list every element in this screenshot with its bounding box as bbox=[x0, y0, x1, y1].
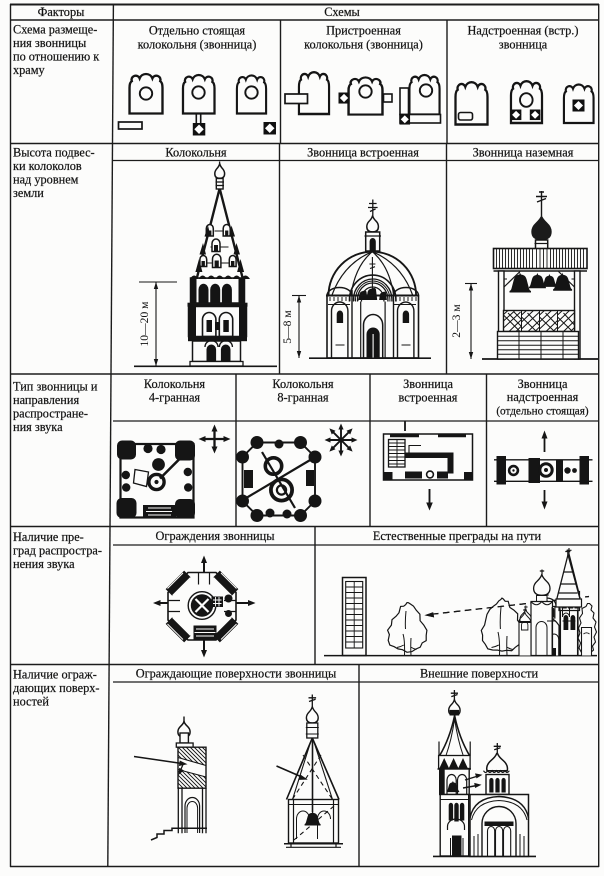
svg-text:ки колоколов: ки колоколов bbox=[13, 159, 82, 173]
svg-text:Факторы: Факторы bbox=[38, 5, 85, 19]
svg-text:Звонница встроенная: Звонница встроенная bbox=[307, 146, 419, 160]
svg-text:Надстроенная (встр.): Надстроенная (встр.) bbox=[468, 24, 579, 38]
svg-text:Тип звонницы и: Тип звонницы и bbox=[13, 380, 98, 394]
svg-text:Звонница: Звонница bbox=[518, 377, 568, 391]
svg-text:Звонница: Звонница bbox=[403, 377, 453, 391]
svg-text:(отдельно стоящая): (отдельно стоящая) bbox=[496, 406, 589, 418]
svg-text:нения звука: нения звука bbox=[13, 557, 75, 571]
svg-text:земли: земли bbox=[13, 186, 44, 200]
svg-text:над уровнем: над уровнем bbox=[13, 173, 79, 187]
svg-text:Колокольня: Колокольня bbox=[272, 377, 334, 391]
svg-text:Наличие пре-: Наличие пре- bbox=[13, 530, 84, 544]
svg-text:колокольня (звонница): колокольня (звонница) bbox=[138, 38, 257, 52]
svg-text:по отношению к: по отношению к bbox=[13, 50, 99, 64]
svg-text:ностей: ностей bbox=[13, 695, 49, 709]
svg-text:Звонница наземная: Звонница наземная bbox=[473, 146, 574, 160]
svg-text:Колокольня: Колокольня bbox=[144, 377, 206, 391]
svg-text:Колокольня: Колокольня bbox=[165, 146, 227, 160]
svg-text:звонница: звонница bbox=[499, 38, 548, 52]
svg-text:Внешние поверхности: Внешние поверхности bbox=[420, 667, 538, 681]
svg-text:ния звука: ния звука bbox=[13, 420, 63, 434]
svg-text:Естественные преграды на пути: Естественные преграды на пути bbox=[373, 529, 542, 543]
svg-text:Ограждения звонницы: Ограждения звонницы bbox=[156, 529, 275, 543]
svg-text:храму: храму bbox=[13, 63, 46, 77]
svg-text:колокольня (звонница): колокольня (звонница) bbox=[304, 38, 423, 52]
svg-text:направления: направления bbox=[13, 393, 79, 407]
svg-text:дающих поверх-: дающих поверх- bbox=[13, 681, 100, 695]
svg-text:Пристроенная: Пристроенная bbox=[326, 24, 401, 38]
svg-text:ния звонницы: ния звонницы bbox=[13, 36, 86, 50]
svg-text:Схема размеще-: Схема размеще- bbox=[13, 23, 97, 37]
svg-text:8-гранная: 8-гранная bbox=[277, 391, 329, 405]
svg-text:2—3 м: 2—3 м bbox=[450, 304, 463, 338]
svg-text:Ограждающие поверхности звонни: Ограждающие поверхности звонницы bbox=[136, 667, 337, 681]
svg-text:распростране-: распростране- bbox=[13, 407, 88, 421]
svg-text:10—20 м: 10—20 м bbox=[138, 301, 151, 347]
svg-text:встроенная: встроенная bbox=[399, 391, 458, 405]
svg-text:5—8 м: 5—8 м bbox=[281, 310, 294, 344]
svg-text:град распростра-: град распростра- bbox=[13, 544, 102, 558]
svg-text:Отдельно стоящая: Отдельно стоящая bbox=[149, 24, 246, 38]
svg-text:надстроенная: надстроенная bbox=[507, 390, 579, 404]
svg-text:Высота подвес-: Высота подвес- bbox=[13, 146, 95, 160]
svg-text:4-гранная: 4-гранная bbox=[149, 391, 201, 405]
svg-text:Наличие ограж-: Наличие ограж- bbox=[13, 668, 97, 682]
svg-text:Схемы: Схемы bbox=[324, 5, 360, 19]
